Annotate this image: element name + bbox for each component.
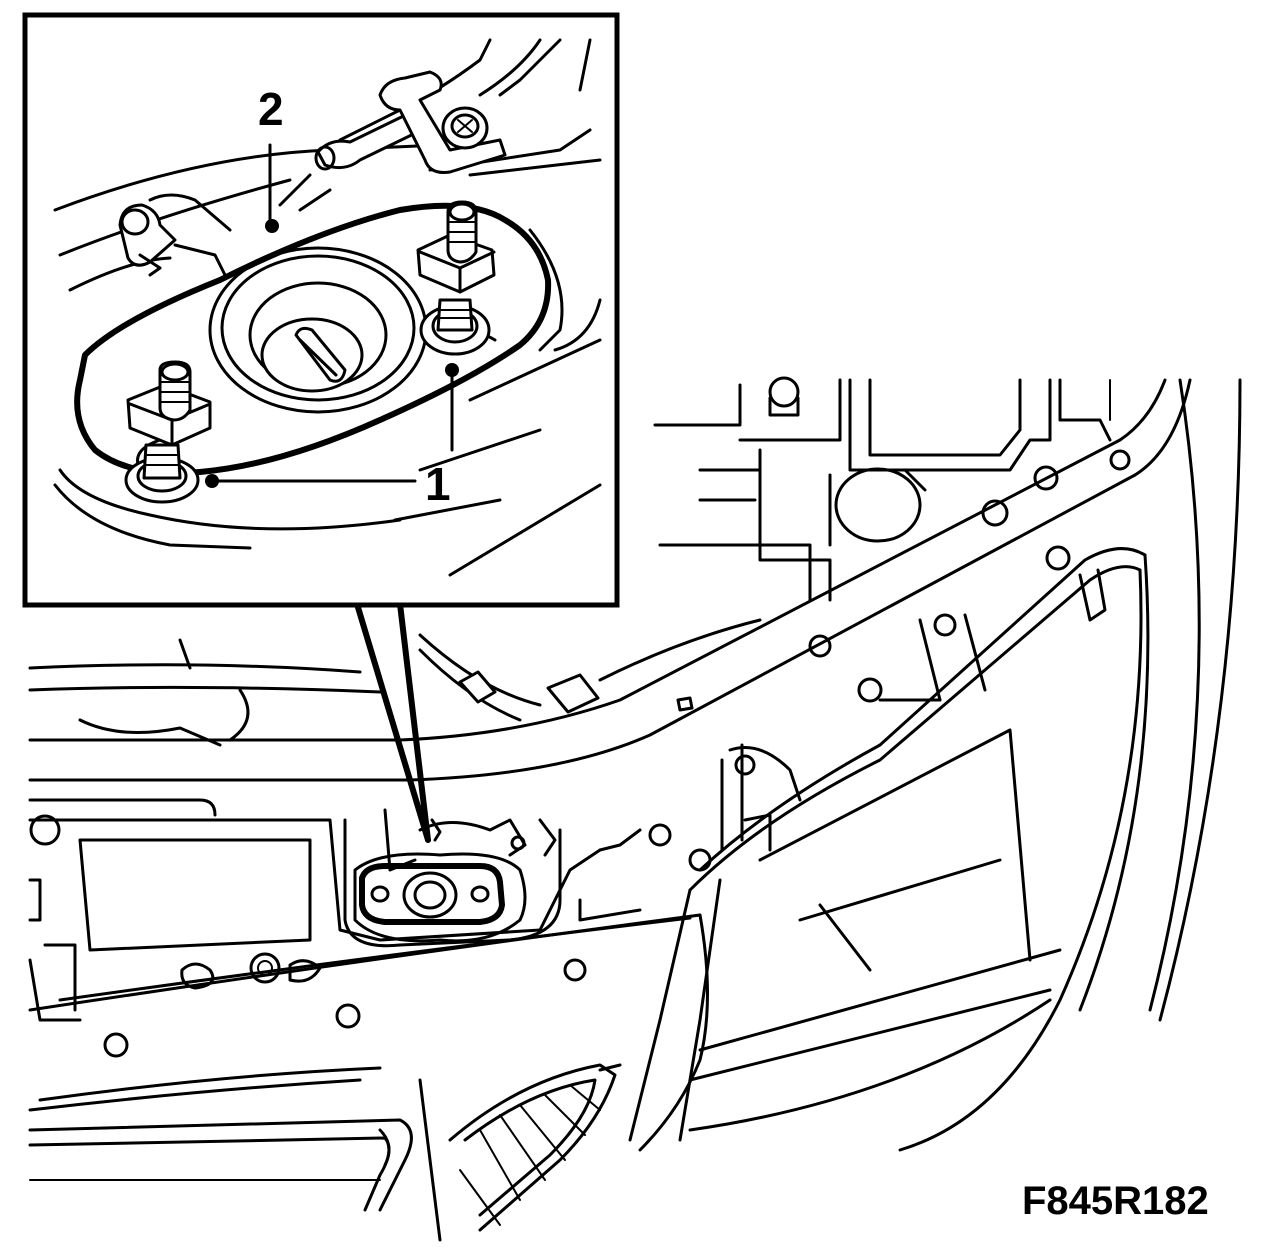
front-panel (28, 798, 642, 1058)
callout-2: 2 (258, 83, 284, 135)
engine-bay-parts (653, 376, 1112, 602)
stud-right (416, 200, 496, 356)
detail-pointer (354, 601, 557, 925)
fender-edge-outer (1158, 378, 1242, 1022)
stud-left (124, 360, 212, 504)
hoses (28, 618, 762, 747)
figure-reference: F845R182 (1022, 1179, 1209, 1223)
detail-inset: 2 1 (22, 12, 620, 608)
leader-lines (205, 143, 459, 488)
headlamp-assembly (628, 547, 1150, 1152)
fender-edge (1148, 378, 1201, 1012)
cross-member (28, 378, 1192, 782)
inset-frame (22, 12, 620, 608)
callout-1: 1 (425, 458, 451, 510)
main-view (28, 376, 1242, 1242)
bumper-grille (28, 913, 709, 1242)
